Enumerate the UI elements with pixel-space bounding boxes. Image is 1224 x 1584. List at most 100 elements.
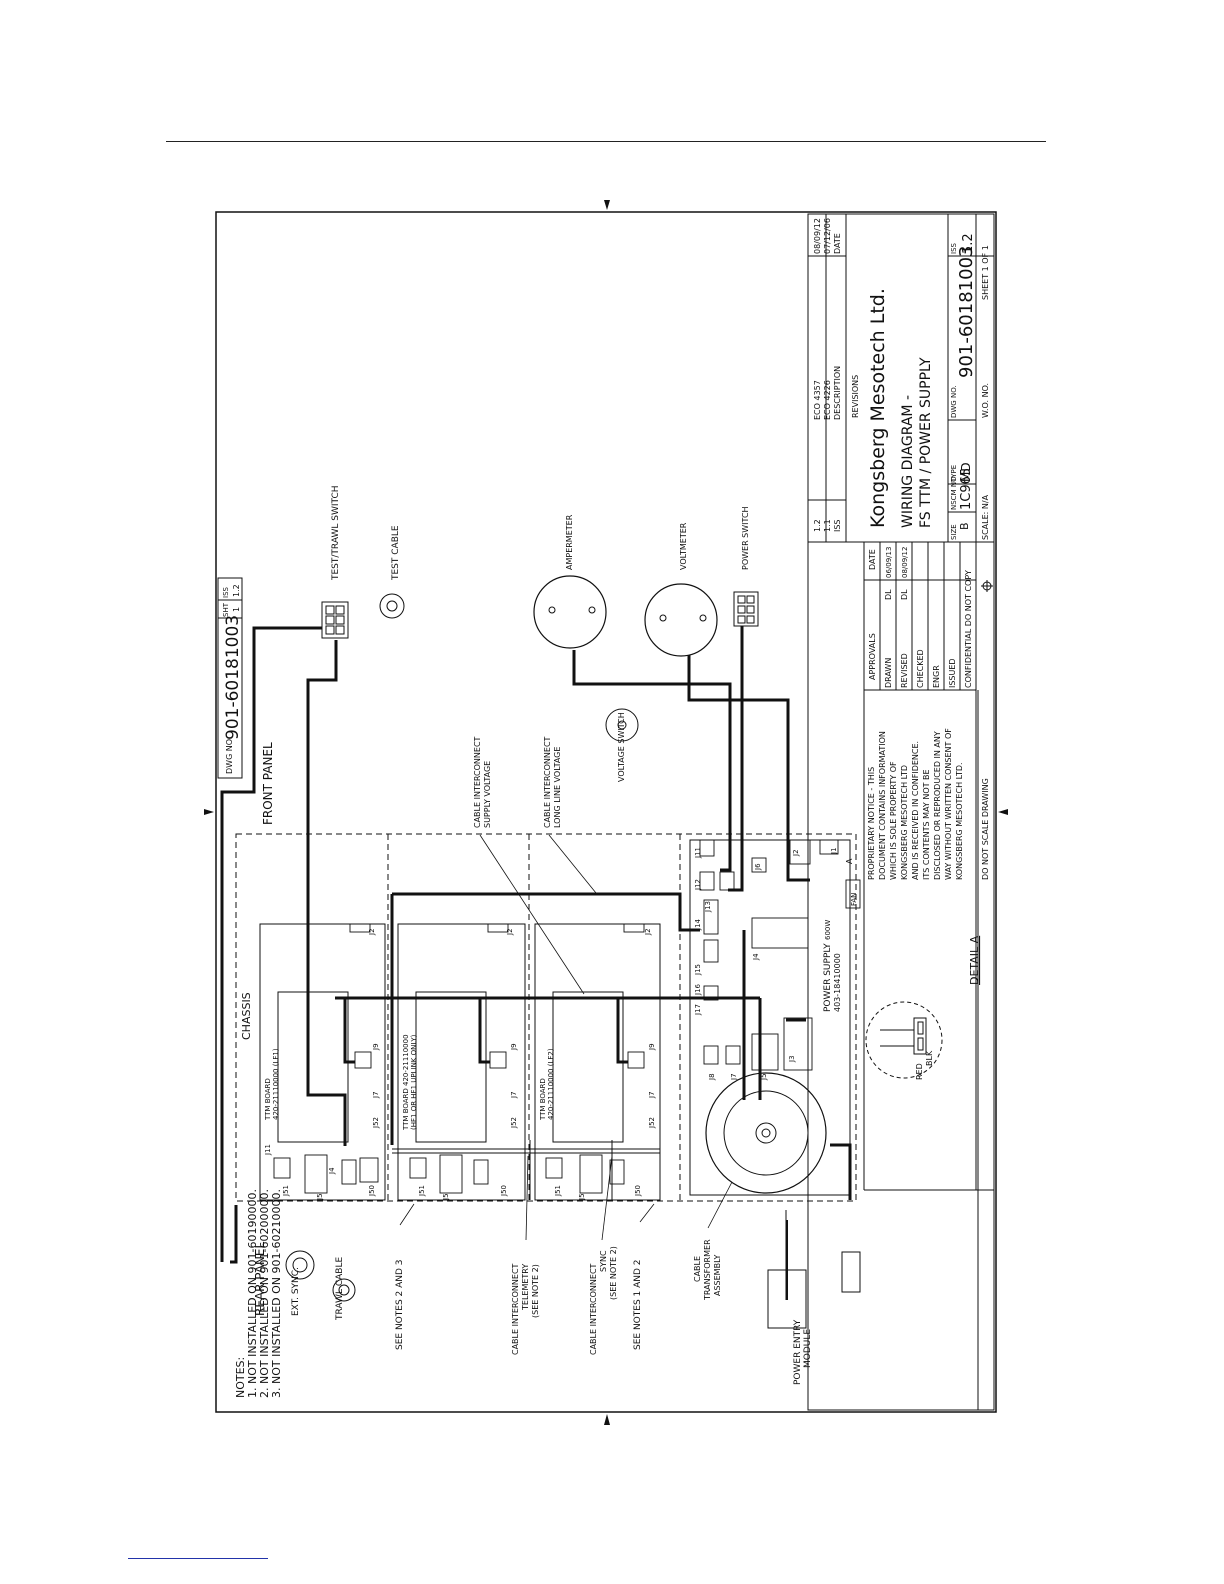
j2-ps: J2: [792, 849, 800, 857]
j17-ps: J17: [694, 1004, 702, 1016]
cable-supply-label-2: SUPPLY VOLTAGE: [483, 761, 492, 828]
power-entry-label-1: POWER ENTRY: [793, 1319, 803, 1385]
title-text: Kongsberg Mesotech Ltd. WIRING DIAGRAM -…: [867, 233, 990, 540]
footnote-rule: [128, 1558, 268, 1559]
j8-ps: J8: [708, 1073, 716, 1081]
note-3: 3. NOT INSTALLED ON 901-60210000.: [270, 1189, 283, 1398]
j52-lf2: J52: [648, 1117, 656, 1129]
j14-ps: J14: [694, 918, 702, 931]
approval-engr-role: ENGR: [932, 665, 941, 688]
prop-line-7: WAY WITHOUT WRITTEN CONSENT OF: [944, 728, 953, 880]
nscm-value: 1C965: [959, 468, 974, 510]
test-trawl-switch: [321, 601, 349, 639]
front-panel-label: FRONT PANEL: [261, 742, 275, 825]
ttm-lf2-label-2: 420-21110000 (LF2): [547, 1048, 555, 1120]
test-trawl-switch-label: TEST/TRAWL SWITCH: [331, 485, 341, 581]
header-rule: [166, 141, 1046, 142]
j13-ps: J13: [704, 901, 712, 913]
leader-lines: [399, 834, 733, 1241]
j52-lf1: J52: [372, 1117, 380, 1129]
connector-labels: J11 J51 J5 J50 J4 J52 J7 J9 J2 J51 J5 J5…: [264, 847, 838, 1201]
rev-2-desc: ECO 4226: [823, 380, 832, 420]
prop-line-0: PROPRIETARY NOTICE - THIS: [867, 767, 876, 880]
ttm-board-lf2: [534, 923, 661, 1201]
ampermeter-stud-1: [548, 606, 556, 614]
cable-longline-label-2: LONG LINE VOLTAGE: [553, 747, 562, 828]
transformer-bolt: [761, 1128, 771, 1138]
title-block: [807, 213, 995, 1411]
ampermeter-stud-2: [588, 606, 596, 614]
see-notes-2-3-label: SEE NOTES 2 AND 3: [395, 1259, 405, 1350]
title-line-1: WIRING DIAGRAM -: [900, 395, 916, 528]
j9-lf2: J9: [648, 1043, 656, 1051]
dwg-stamp-number: 901-60181003: [223, 615, 243, 740]
ext-sync-connector: [285, 1250, 315, 1280]
approvals-date-header: DATE: [868, 549, 877, 570]
frame-arrow-bottom: [604, 1414, 610, 1425]
power-supply-watts: 600W: [824, 920, 832, 940]
cable-sync-label-1: CABLE INTERCONNECT: [589, 1263, 598, 1355]
approvals-block: APPROVALS DATE DRAWN DL 06/09/13 REVISED…: [868, 547, 973, 688]
power-switch-label: POWER SWITCH: [741, 506, 750, 570]
j7-ps: J7: [730, 1073, 738, 1081]
j11-ps: J11: [694, 847, 702, 859]
j6-ps: J6: [754, 863, 762, 871]
revisions-header: REVISIONS: [851, 375, 860, 418]
approval-issued-role: ISSUED: [948, 658, 957, 688]
drawing-frame: [215, 211, 997, 1413]
sheet: SHEET 1 OF 1: [981, 245, 990, 300]
cable-transformer-label-2: TRANSFORMER: [703, 1239, 712, 1301]
dwg-stamp: DWG NO. 901-60181003 SHT 1 ISS 1.2: [217, 577, 243, 779]
do-not-scale: DO NOT SCALE DRAWING: [981, 778, 990, 880]
ttm-board-hf-inner: [415, 991, 487, 1143]
j3-ps: J3: [788, 1055, 796, 1063]
j50-lf2: J50: [634, 1185, 642, 1197]
rev-col-desc: DESCRIPTION: [833, 366, 842, 420]
size-label: SIZE: [950, 524, 958, 540]
type-label: TYPE: [950, 465, 958, 483]
j50-lf1: J50: [368, 1185, 376, 1197]
approval-drawn-role: DRAWN: [884, 658, 893, 688]
detail-a-circle: [865, 1001, 943, 1079]
blk-label: BLK: [925, 1050, 934, 1066]
ttm-lf1-label-2: 420-21110000 (LF1): [272, 1048, 280, 1120]
prop-line-6: DISCLOSED OR REPRODUCED IN ANY: [933, 731, 942, 880]
trawl-cable-connector: [332, 1278, 356, 1302]
j9-lf1: J9: [372, 1043, 380, 1051]
transformer-core: [755, 1122, 777, 1144]
nscm-label: NSCM NO: [950, 476, 958, 510]
j4-lf1: J4: [328, 1167, 336, 1175]
scale: SCALE: N/A: [981, 494, 990, 540]
approval-revised-by: DL: [900, 589, 909, 600]
j50-hf: J50: [500, 1185, 508, 1197]
note-1: 1. NOT INSTALLED ON 901-60190000.: [246, 1189, 259, 1398]
cable-telemetry-label-1: CABLE INTERCONNECT: [511, 1263, 520, 1355]
red-label: RED: [915, 1063, 924, 1080]
j11-lf1: J11: [264, 1144, 272, 1156]
cable-transformer-label-3: ASSEMBLY: [713, 1255, 722, 1296]
power-supply-board: [689, 839, 851, 1196]
j15-ps: J15: [694, 964, 702, 976]
ttm-hf-label-1: TTM BOARD 420-21110000: [402, 1034, 410, 1131]
connector-boxes: [273, 839, 861, 1194]
j7-lf2: J7: [648, 1091, 656, 1099]
j16-ps: J16: [694, 983, 702, 996]
j51-hf: J51: [418, 1185, 426, 1197]
trawl-cable-label: TRAWL CABLE: [335, 1257, 345, 1321]
dwg-stamp-sht: 1: [232, 607, 241, 612]
power-supply-label-1: POWER SUPPLY: [823, 943, 833, 1012]
wiring-thin: [392, 1000, 787, 1300]
dwg-no-value: 901-60181003: [956, 246, 977, 378]
rotated-labels: FRONT PANEL REAR PANEL CHASSIS EXT. SYNC…: [240, 485, 981, 1385]
rev-2-date: 07/12/06: [823, 218, 832, 254]
dwg-stamp-iss: 1.2: [232, 584, 241, 597]
approval-drawn-date: 06/09/13: [885, 547, 893, 578]
j2-lf1: J2: [368, 928, 376, 936]
confidential: CONFIDENTIAL DO NOT COPY: [964, 570, 973, 688]
proprietary-notice: PROPRIETARY NOTICE - THIS DOCUMENT CONTA…: [867, 728, 990, 880]
j51-lf1: J51: [282, 1185, 290, 1197]
transformer-ring: [723, 1090, 809, 1176]
j1-ps: J1: [830, 847, 838, 855]
test-cable-label: TEST CABLE: [391, 525, 401, 581]
ttm-board-lf1-inner: [277, 991, 349, 1143]
